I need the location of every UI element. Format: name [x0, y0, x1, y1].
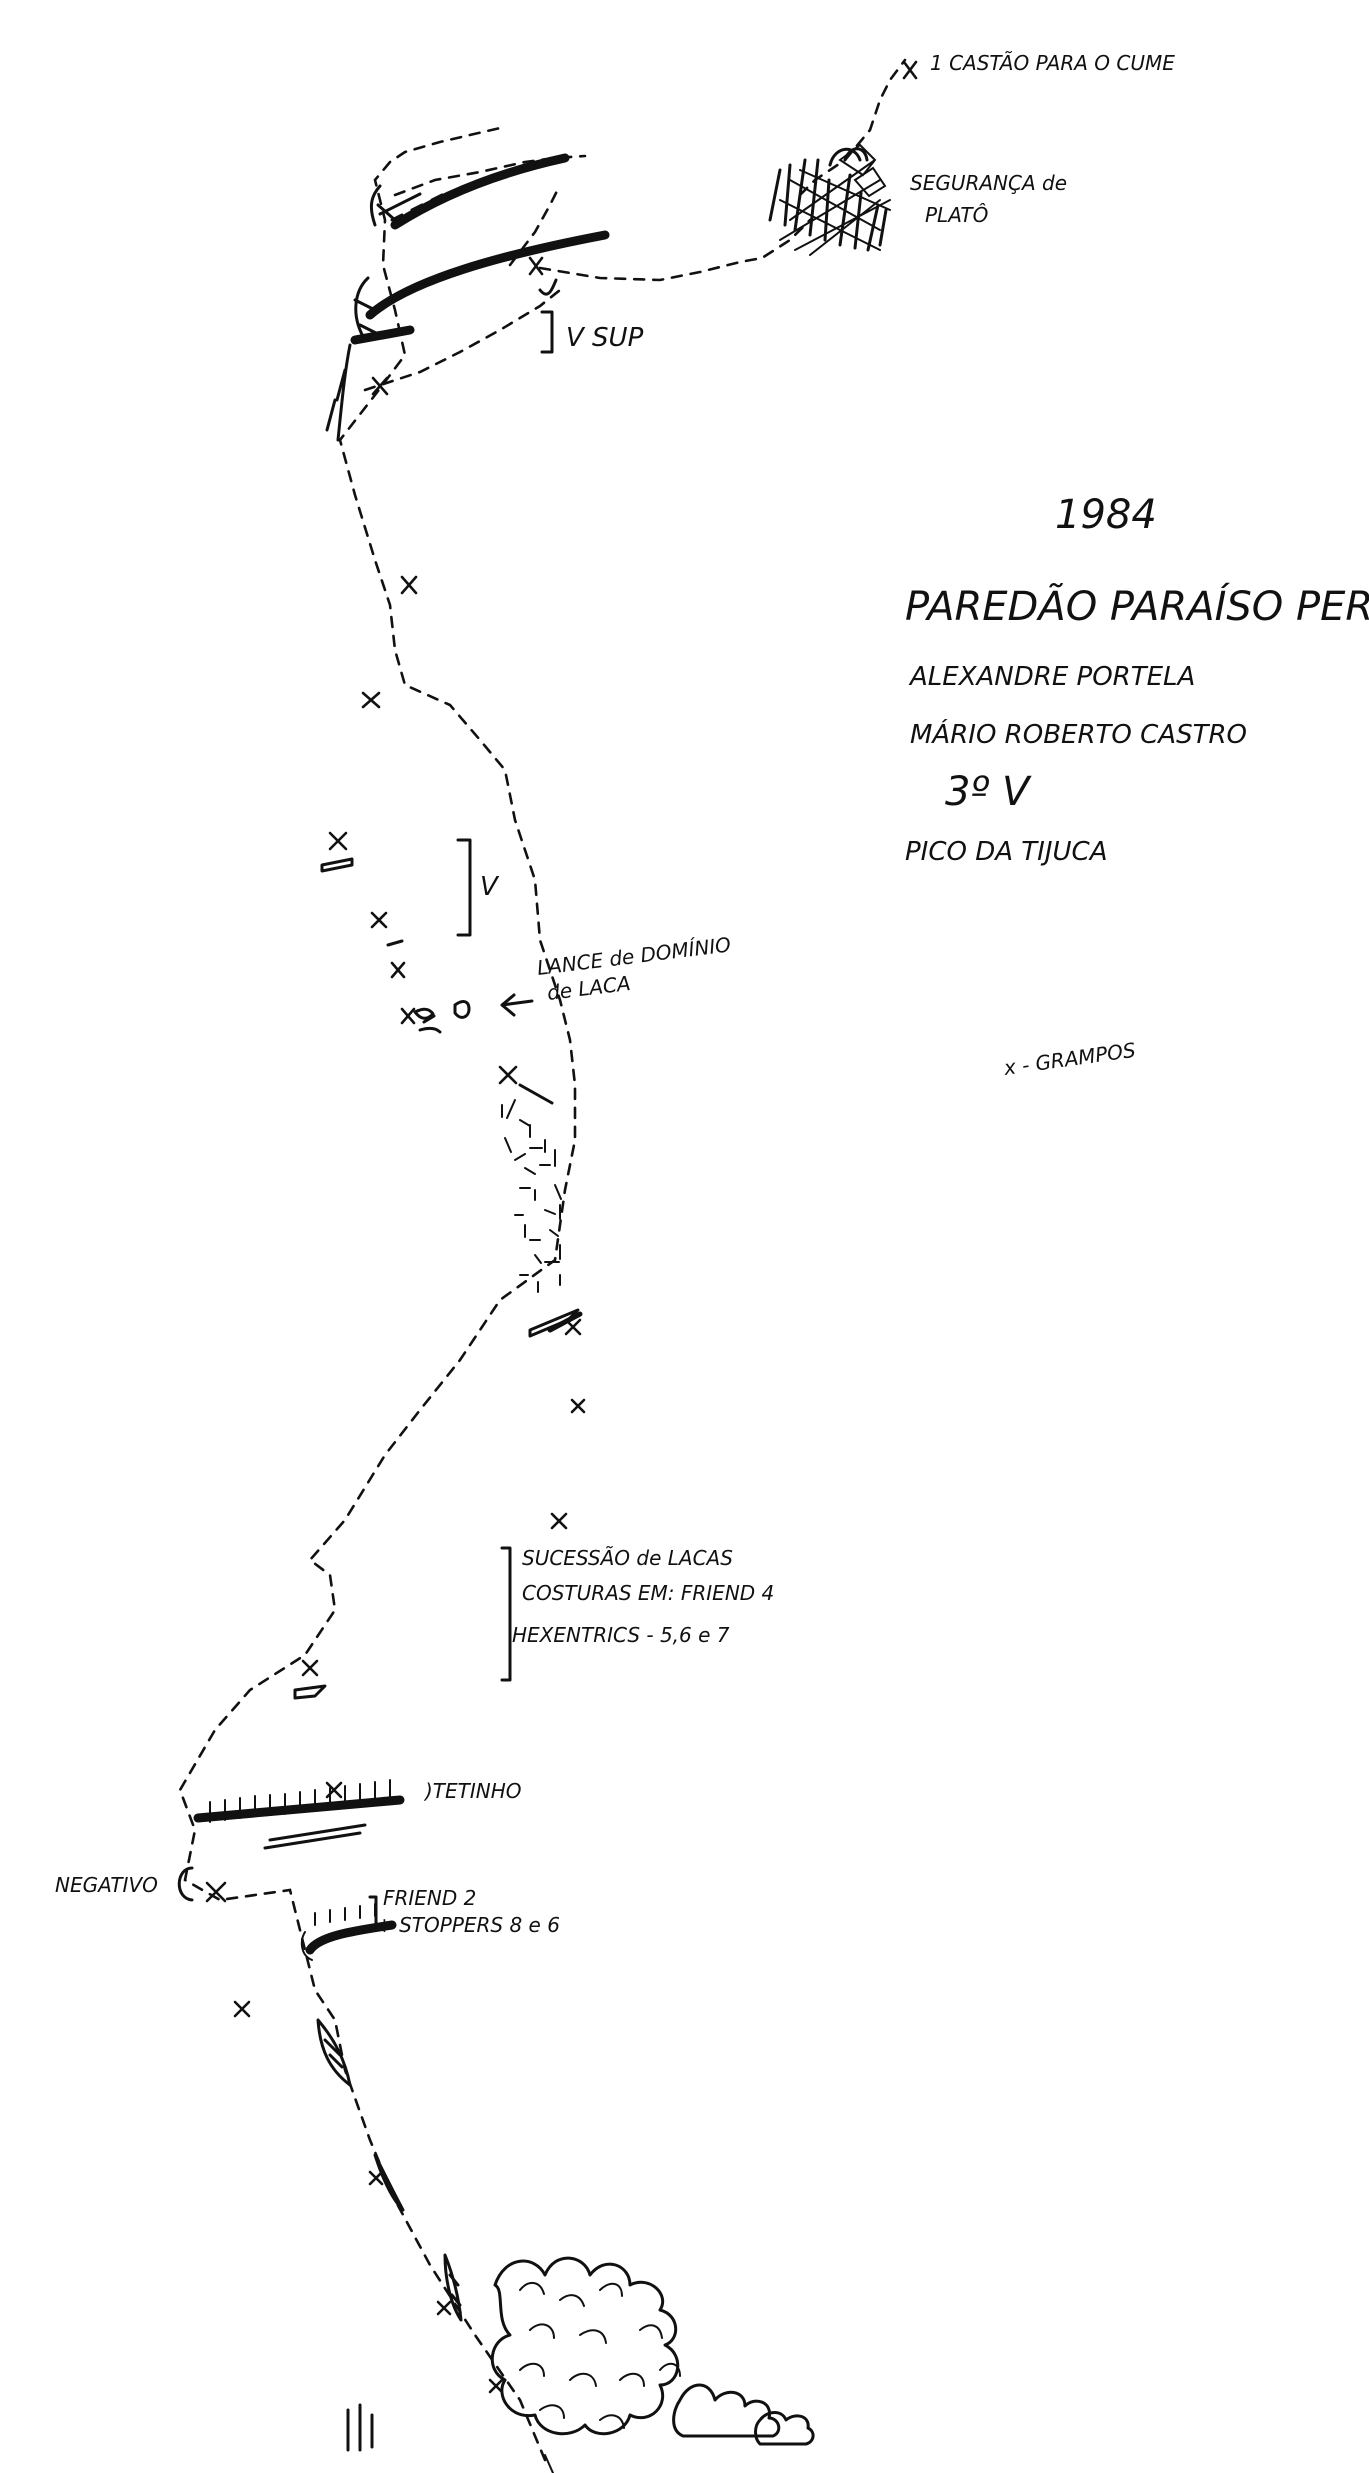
route-line — [178, 126, 577, 2462]
bolt-legend: x - GRAMPOS — [1001, 1038, 1137, 1080]
top-exit-note: 1 CASTÃO PARA O CUME — [930, 51, 1175, 75]
lacas-note-line1: SUCESSÃO de LACAS — [522, 1546, 733, 1570]
lacas-note-line3: HEXENTRICS - 5,6 e 7 — [512, 1623, 730, 1647]
route-grade: 3º V — [945, 769, 1032, 815]
friend-note-line1: FRIEND 2 — [383, 1886, 476, 1910]
grade-v-label: V — [480, 872, 500, 902]
route-line-upper — [363, 58, 907, 392]
year-label: 1984 — [1055, 492, 1157, 538]
grade-v-sup-label: V SUP — [566, 323, 644, 353]
climber-2: MÁRIO ROBERTO CASTRO — [910, 718, 1247, 750]
lower-roofs — [193, 1684, 405, 2087]
lacas-note-line2: COSTURAS EM: FRIEND 4 — [522, 1581, 774, 1605]
belay-note-line1: SEGURANÇA de — [910, 171, 1067, 195]
grade-brackets — [177, 310, 554, 1931]
tetinho-label: )TETINHO — [423, 1779, 522, 1803]
upper-roofs — [325, 153, 610, 442]
middle-flakes — [320, 857, 583, 1338]
negativo-label: NEGATIVO — [55, 1873, 158, 1897]
upper-vegetation — [768, 143, 891, 256]
location-label: PICO DA TIJUCA — [905, 837, 1108, 867]
route-name: PAREDÃO PARAÍSO PERDIDO — [905, 582, 1369, 630]
climber-1: ALEXANDRE PORTELA — [908, 662, 1195, 692]
belay-note-line2: PLATÔ — [925, 203, 988, 227]
lance-note-line1: LANCE de DOMÍNIO — [536, 932, 732, 980]
base-tally-marks — [346, 2403, 374, 2452]
base-vegetation — [490, 2256, 815, 2446]
bolt-markers — [205, 60, 918, 2394]
lance-arrow — [500, 993, 534, 1017]
friend-note-line2: + STOPPERS 8 e 6 — [376, 1913, 560, 1937]
base-approach-line — [544, 2454, 554, 2473]
lower-flakes — [373, 2153, 463, 2322]
